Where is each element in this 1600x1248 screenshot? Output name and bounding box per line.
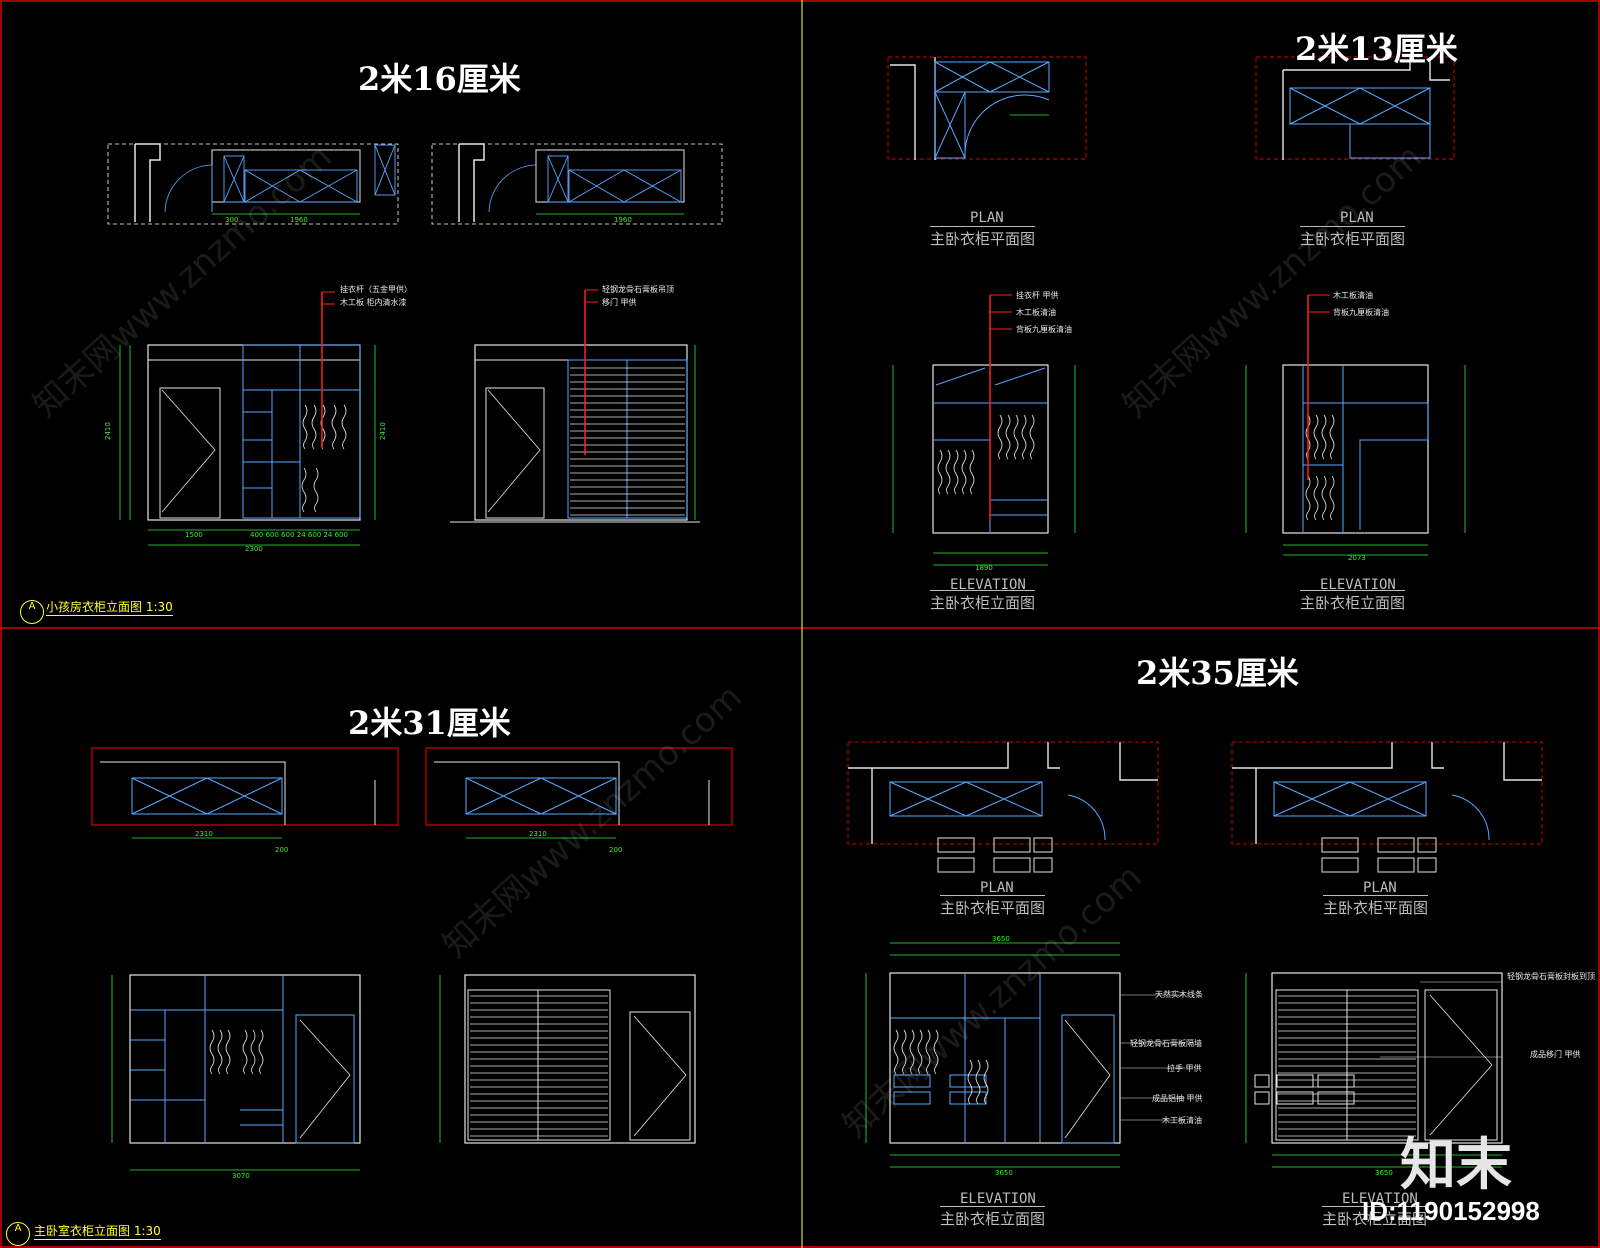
q4-plan-right — [1231, 741, 1543, 873]
brand-watermark: 知末 — [1400, 1132, 1512, 1198]
svg-text:3070: 3070 — [232, 1172, 250, 1180]
svg-text:2410: 2410 — [104, 422, 112, 440]
title-q3: 2米31厘米 — [348, 704, 511, 742]
section-marker: A — [20, 600, 44, 624]
note-q1-door: 移门 甲供 — [602, 298, 637, 307]
caption-plan-en: PLAN — [1363, 880, 1397, 896]
q2-plan-left — [887, 56, 1087, 160]
q1-elevation-right — [450, 289, 700, 523]
caption-elevation-en: ELEVATION — [1320, 577, 1396, 593]
caption-plan-en: PLAN — [970, 210, 1004, 226]
title-q1: 2米16厘米 — [358, 60, 521, 98]
caption-elevation-cn: 主卧衣柜立面图 — [940, 1206, 1046, 1229]
note-q4-handle: 拉手 甲供 — [1167, 1064, 1202, 1073]
caption-plan-cn: 主卧衣柜平面图 — [940, 895, 1046, 918]
svg-text:200: 200 — [609, 846, 622, 854]
note-q2-board: 木工板清油 — [1333, 291, 1373, 300]
note-q2-backboard: 背板九厘板清油 — [1016, 325, 1072, 334]
sheet-title-q3: 主卧室衣柜立面图 1:30 — [34, 1224, 161, 1240]
q3-elevation-right — [439, 974, 696, 1144]
caption-plan-cn: 主卧衣柜平面图 — [1300, 226, 1406, 249]
q4-elevation-right: 3650 — [1245, 972, 1503, 1177]
svg-text:1960: 1960 — [290, 216, 308, 224]
q1-elevation-left: 2410 2410 1500 400 600 600 24 600 24 600… — [104, 291, 387, 553]
caption-elevation-en: ELEVATION — [950, 577, 1026, 593]
note-q4-molding: 天然实木线条 — [1155, 990, 1203, 999]
caption-plan-en: PLAN — [980, 880, 1014, 896]
caption-plan-cn: 主卧衣柜平面图 — [1323, 895, 1429, 918]
svg-text:3650: 3650 — [1375, 1169, 1393, 1177]
note-q2-backboard: 背板九厘板清油 — [1333, 308, 1389, 317]
q2-plan-right — [1255, 56, 1455, 160]
note-q4-door: 成品移门 甲供 — [1530, 1050, 1581, 1059]
caption-elevation-cn: 主卧衣柜立面图 — [1300, 590, 1406, 613]
svg-text:2410: 2410 — [379, 422, 387, 440]
svg-text:1960: 1960 — [614, 216, 632, 224]
q3-plan-right: 2310 200 — [425, 747, 733, 854]
title-q4: 2米35厘米 — [1136, 654, 1299, 692]
q3-plan-left: 2310 200 — [91, 747, 399, 854]
svg-text:2310: 2310 — [529, 830, 547, 838]
q4-elevation-left: 3650 3650 — [865, 935, 1185, 1177]
note-q1-ceiling: 轻钢龙骨石膏板吊顶 — [602, 285, 674, 294]
svg-text:300: 300 — [225, 216, 238, 224]
caption-elevation-en: ELEVATION — [960, 1191, 1036, 1207]
note-q4-partition: 轻钢龙骨石膏板隔墙 — [1130, 1039, 1202, 1048]
q1-plan-left: 300 1960 — [107, 143, 399, 225]
note-q1-hanger: 挂衣杆（五金甲供） — [340, 285, 412, 294]
q4-plan-left — [847, 741, 1159, 873]
svg-text:3650: 3650 — [995, 1169, 1013, 1177]
svg-text:2073: 2073 — [1348, 554, 1366, 562]
svg-text:200: 200 — [275, 846, 288, 854]
note-q1-board: 木工板 柜内清水漆 — [340, 298, 407, 307]
svg-text:2300: 2300 — [245, 545, 263, 553]
q2-elevation-left: 1890 — [892, 294, 1076, 572]
svg-text:400 600 600 24 600 24 600: 400 600 600 24 600 24 600 — [250, 531, 348, 539]
section-marker: A — [6, 1222, 30, 1246]
q3-elevation-left: 3070 — [111, 974, 361, 1180]
svg-text:3650: 3650 — [992, 935, 1010, 943]
note-q4-drawer: 成品铝抽 甲供 — [1152, 1094, 1203, 1103]
note-q2-board: 木工板清油 — [1016, 308, 1056, 317]
note-q2-hanger: 挂衣杆 甲供 — [1016, 291, 1059, 300]
caption-plan-en: PLAN — [1340, 210, 1374, 226]
caption-elevation-cn: 主卧衣柜立面图 — [1322, 1206, 1428, 1229]
svg-text:1500: 1500 — [185, 531, 203, 539]
caption-elevation-cn: 主卧衣柜立面图 — [930, 590, 1036, 613]
caption-plan-cn: 主卧衣柜平面图 — [930, 226, 1036, 249]
svg-text:1890: 1890 — [975, 564, 993, 572]
caption-elevation-en: ELEVATION — [1342, 1191, 1418, 1207]
svg-text:2310: 2310 — [195, 830, 213, 838]
image-id-label: ID:1190152998 — [1362, 1196, 1540, 1226]
note-q4-board: 木工板清油 — [1162, 1116, 1202, 1125]
q2-elevation-right: 2073 — [1245, 294, 1466, 562]
q1-plan-right: 1960 — [431, 143, 723, 225]
title-q2: 2米13厘米 — [1295, 30, 1458, 68]
note-q4-ceiling: 轻钢龙骨石膏板封板到顶 — [1507, 972, 1595, 981]
sheet-title-q1: 小孩房衣柜立面图 1:30 — [46, 600, 173, 616]
